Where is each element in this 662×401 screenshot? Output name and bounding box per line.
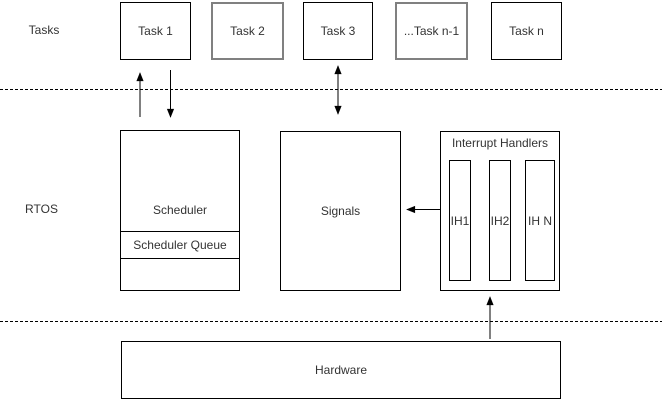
ihn-box: IH N	[525, 160, 555, 281]
tasks-lane-label: Tasks	[28, 23, 60, 37]
scheduler-box: Scheduler Scheduler Queue	[120, 130, 240, 291]
scheduler-label: Scheduler	[152, 203, 208, 217]
task-3-box: Task 3	[303, 2, 373, 60]
ih1-box: IH1	[449, 160, 471, 281]
scheduler-queue-label: Scheduler Queue	[133, 238, 227, 252]
task-1-box: Task 1	[120, 2, 191, 60]
task-2-box: Task 2	[211, 2, 284, 60]
rtos-lane-label: RTOS	[25, 202, 58, 216]
interrupt-handlers-title: Interrupt Handlers	[451, 136, 549, 150]
task-n-box: Task n	[491, 2, 562, 60]
signals-box: Signals	[280, 131, 401, 291]
task-n-1-box: ...Task n-1	[395, 2, 468, 60]
ih2-box: IH2	[489, 160, 511, 281]
hardware-box: Hardware	[121, 341, 561, 399]
scheduler-queue-box: Scheduler Queue	[121, 231, 239, 259]
